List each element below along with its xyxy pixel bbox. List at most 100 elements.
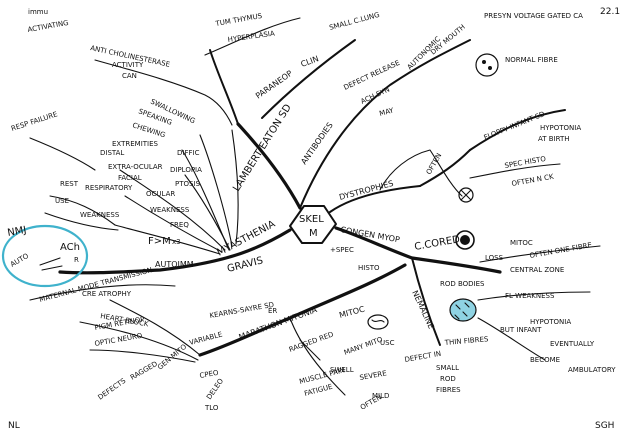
nmj-circle bbox=[1, 224, 89, 288]
label-cpeo: CPEO bbox=[199, 369, 220, 380]
label-thin-fibres: THIN FIBRES bbox=[443, 335, 489, 347]
myasthenia-branch: MYASTHENIA GRAVIS AUTOIMM PTOSIS DIPLOPI… bbox=[10, 44, 277, 275]
twig-c bbox=[199, 134, 233, 247]
label-tlo: TLO bbox=[204, 404, 219, 412]
label-rod: ROD bbox=[440, 375, 456, 383]
twig-resp-failure bbox=[29, 137, 96, 171]
label-variable: VARIABLE bbox=[188, 330, 223, 347]
twig-mitoc-left-2 bbox=[79, 321, 199, 361]
twig-use bbox=[44, 212, 119, 231]
label-mitoc-loss: MITOC bbox=[510, 239, 533, 247]
label-weakness-1: WEAKNESS bbox=[150, 206, 190, 214]
twig-rest bbox=[49, 195, 116, 226]
label-clin: CLIN bbox=[300, 54, 320, 69]
twig-thymus bbox=[204, 17, 301, 56]
normal-fibre: NORMAL FIBRE bbox=[475, 53, 558, 77]
twig-mater bbox=[29, 284, 176, 301]
label-sclc: SMALL C.LUNG bbox=[328, 11, 380, 32]
label-at-birth: AT BIRTH bbox=[538, 135, 570, 143]
label-er: ER bbox=[268, 307, 277, 315]
label-extremities: EXTREMITIES bbox=[112, 140, 159, 148]
mito-cristae bbox=[371, 319, 385, 323]
nemaline-fibre bbox=[449, 298, 477, 322]
label-fatigue: FATIGUE bbox=[303, 383, 333, 398]
label-ptosis: PTOSIS bbox=[175, 180, 201, 188]
label-severe: SEVERE bbox=[359, 369, 387, 382]
normal-fibre-dot-2 bbox=[488, 66, 492, 70]
branch-paraneop bbox=[261, 39, 356, 119]
trunk-nemaline bbox=[411, 257, 441, 346]
twig-ache bbox=[94, 59, 233, 126]
label-extra-ocular: EXTRA-OCULAR bbox=[108, 163, 163, 171]
twig-f bbox=[124, 195, 223, 253]
twig-g bbox=[114, 224, 221, 255]
label-loss: LOSS bbox=[485, 254, 504, 262]
label-mild: MILD bbox=[372, 392, 389, 400]
central-hexagon bbox=[289, 205, 337, 244]
label-antibodies: ANTIBODIES bbox=[299, 121, 334, 166]
label-respiratory: RESPIRATORY bbox=[85, 184, 133, 192]
nemaline-rods bbox=[454, 302, 470, 320]
core-fibre-inner bbox=[460, 235, 470, 245]
label-ragged-red: RAGGED RED bbox=[288, 330, 335, 354]
label-small: SMALL bbox=[436, 364, 459, 372]
twig-mito-down bbox=[289, 317, 346, 396]
twig-fl-weak bbox=[477, 291, 591, 301]
label-clin-mito: USC bbox=[380, 339, 395, 347]
label-weakness-2: WEAKNESS bbox=[80, 211, 120, 219]
label-facial: FACIAL bbox=[118, 174, 142, 182]
label-immu: immu bbox=[28, 8, 48, 16]
dyst-cross bbox=[460, 189, 472, 201]
label-defect-release: DEFECT RELEASE bbox=[342, 59, 401, 92]
label-auto-ab: AUTO bbox=[9, 252, 30, 269]
branch-antibodies bbox=[299, 39, 471, 209]
label-autoimm: AUTOIMM bbox=[155, 260, 194, 269]
label-ocular: OCULAR bbox=[146, 190, 175, 198]
initials-left: NL bbox=[8, 421, 20, 431]
label-freq: FREQ bbox=[170, 221, 189, 229]
normal-fibre-circle bbox=[475, 53, 499, 77]
label-ach-r: R bbox=[74, 256, 79, 264]
label-chewing: CHEWING bbox=[131, 121, 166, 139]
label-eventually: EVENTUALLY bbox=[550, 340, 595, 348]
label-use: USE bbox=[55, 197, 69, 205]
label-deleo: DELEO bbox=[205, 377, 225, 401]
initials-right: SGH bbox=[595, 421, 614, 431]
mitoc-branch: MITOC MARATHON MITONIA RAGGED RED MANY M… bbox=[29, 266, 395, 412]
trunk-lambert-eaton bbox=[236, 122, 302, 210]
normal-fibre-dot-1 bbox=[482, 60, 486, 64]
twig-d bbox=[231, 129, 239, 245]
central-title: SKEL bbox=[299, 214, 324, 225]
label-central-core: C.CORED bbox=[414, 234, 461, 253]
label-central-zone: CENTRAL ZONE bbox=[510, 266, 564, 274]
label-nmj: NMJ bbox=[7, 225, 28, 239]
label-x3: x3 bbox=[172, 238, 181, 246]
trunk-dystrophies bbox=[329, 185, 421, 213]
label-xspec: +SPEC bbox=[330, 246, 354, 254]
branch-ocular bbox=[419, 149, 471, 187]
label-mitoc: MITOC bbox=[338, 304, 366, 320]
label-floppy-infant: FLOPPY INFANT SD bbox=[483, 110, 546, 142]
dyst-fibre-circle bbox=[458, 187, 474, 203]
label-gen-mito: GEN MITO bbox=[156, 342, 188, 371]
branch-lambert-up bbox=[209, 49, 239, 125]
label-defect-in: DEFECT IN bbox=[404, 350, 442, 364]
label-kearns-sayre: KEARNS-SAYRE SD bbox=[209, 301, 275, 320]
label-optic-neuro: OPTIC NEURO bbox=[94, 332, 143, 348]
label-thymus: TUM THYMUS bbox=[214, 12, 263, 28]
lambert-eaton-branch: LAMBERT-EATON SD PRESYN VOLTAGE GATED CA… bbox=[27, 8, 583, 209]
label-hypotonia: HYPOTONIA bbox=[540, 124, 581, 132]
label-hypotonia-2: HYPOTONIA bbox=[530, 318, 571, 326]
label-but-infant: BUT INFANT bbox=[500, 326, 542, 334]
twig-b bbox=[181, 149, 229, 249]
twig-spec bbox=[469, 163, 561, 179]
branch-floppy bbox=[469, 109, 566, 151]
label-ach-syn: ACH SYN bbox=[359, 85, 390, 105]
twig-mitoc-left-1 bbox=[109, 299, 201, 356]
twig-mitoc-left-3 bbox=[89, 349, 196, 363]
label-many-mito: MANY MITO bbox=[343, 335, 384, 357]
label-paraneop: PARANEOP bbox=[254, 69, 294, 101]
label-ambulatory: AMBULATORY bbox=[568, 366, 616, 374]
